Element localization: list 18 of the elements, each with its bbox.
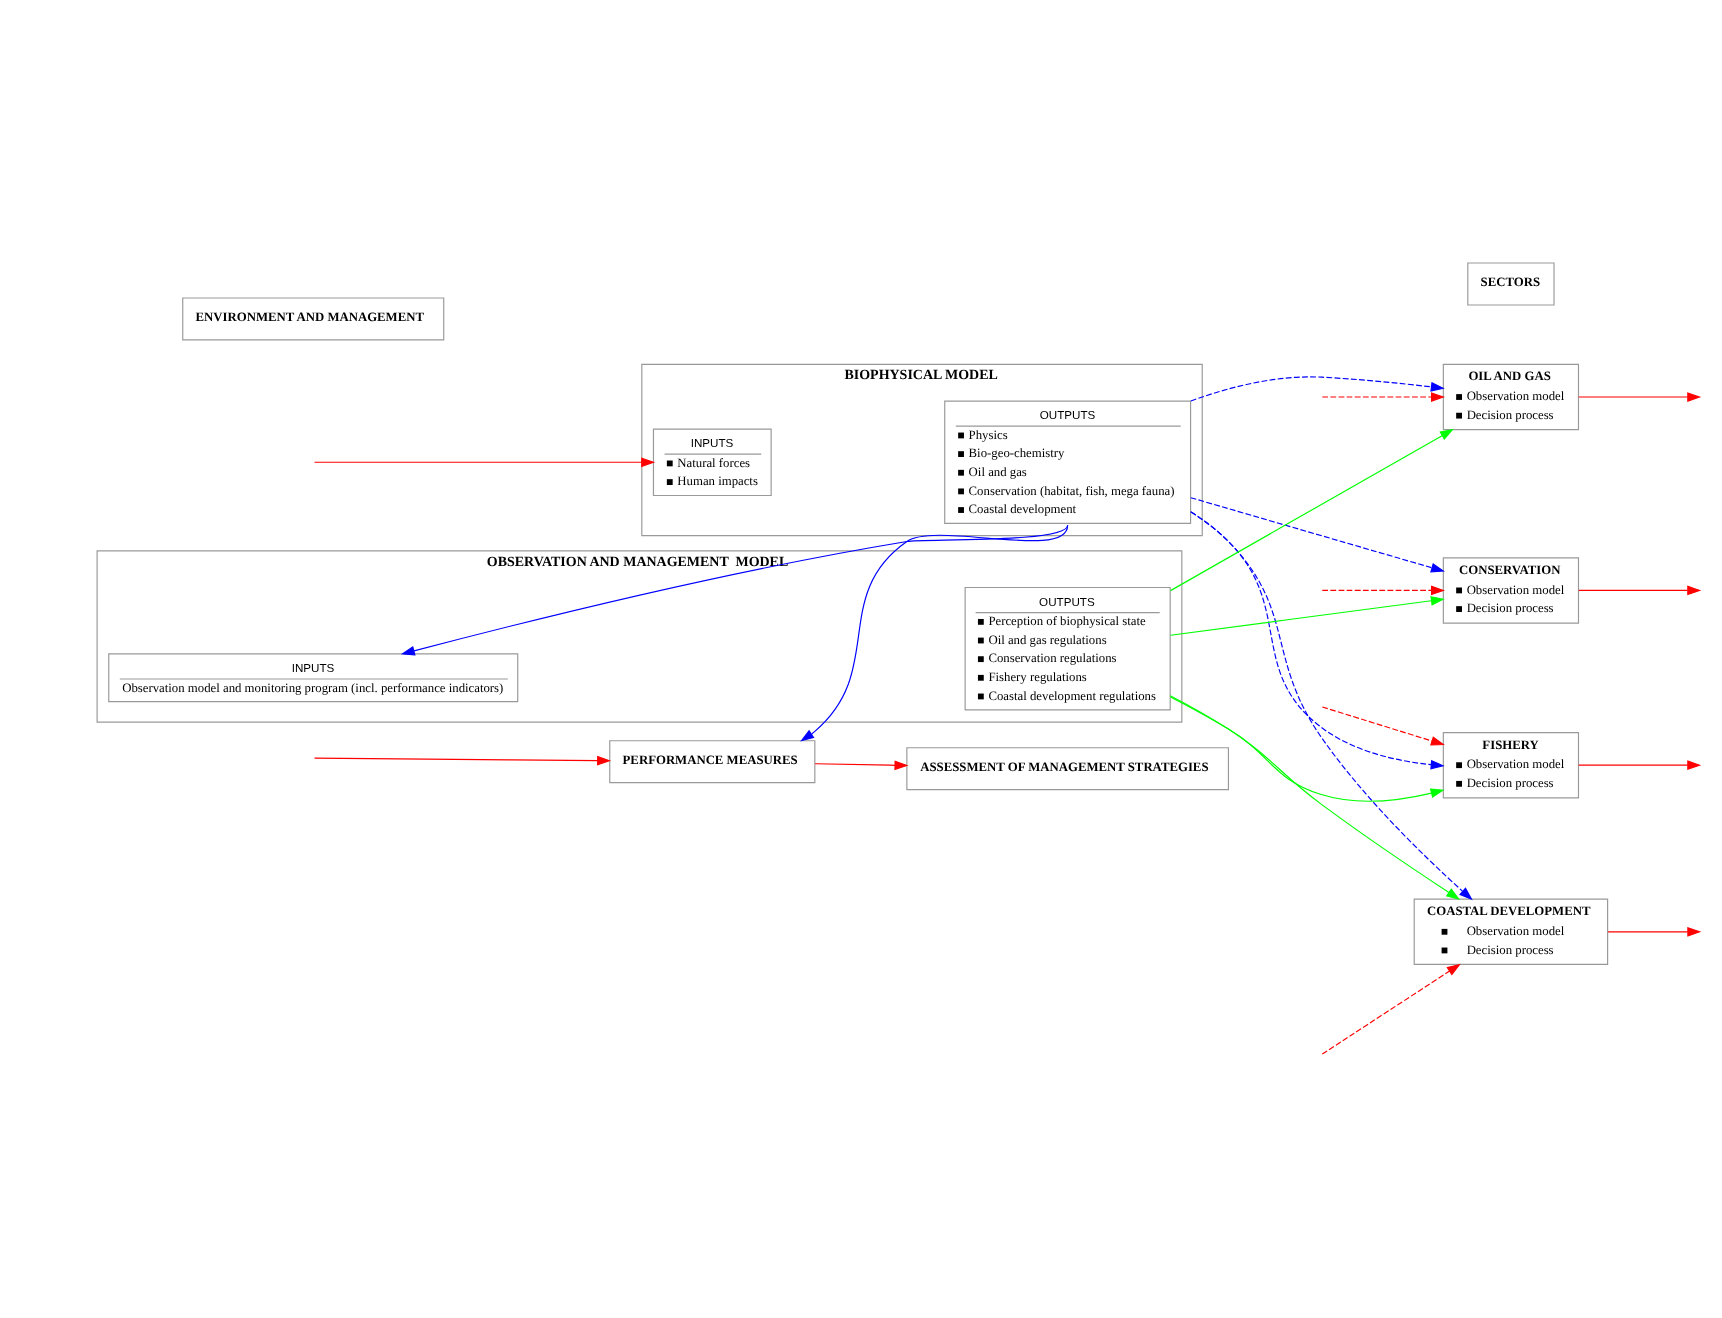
- arrow: [799, 524, 1068, 742]
- arrow: [1168, 595, 1444, 636]
- arrow: [1606, 926, 1701, 937]
- arrow: [1189, 511, 1472, 901]
- arrow: [1320, 706, 1444, 746]
- arrow: [1189, 511, 1444, 770]
- arrow: [1577, 760, 1701, 771]
- arrow: [399, 524, 1068, 656]
- arrow: [1577, 585, 1701, 596]
- arrow: [1168, 428, 1453, 592]
- arrow: [312, 457, 655, 468]
- arrow: [1168, 696, 1444, 802]
- arrow: [1168, 695, 1460, 900]
- arrow: [813, 760, 908, 771]
- arrow: [1320, 585, 1444, 596]
- arrow: [1189, 497, 1444, 573]
- arrow: [312, 755, 611, 766]
- arrow: [1320, 963, 1460, 1055]
